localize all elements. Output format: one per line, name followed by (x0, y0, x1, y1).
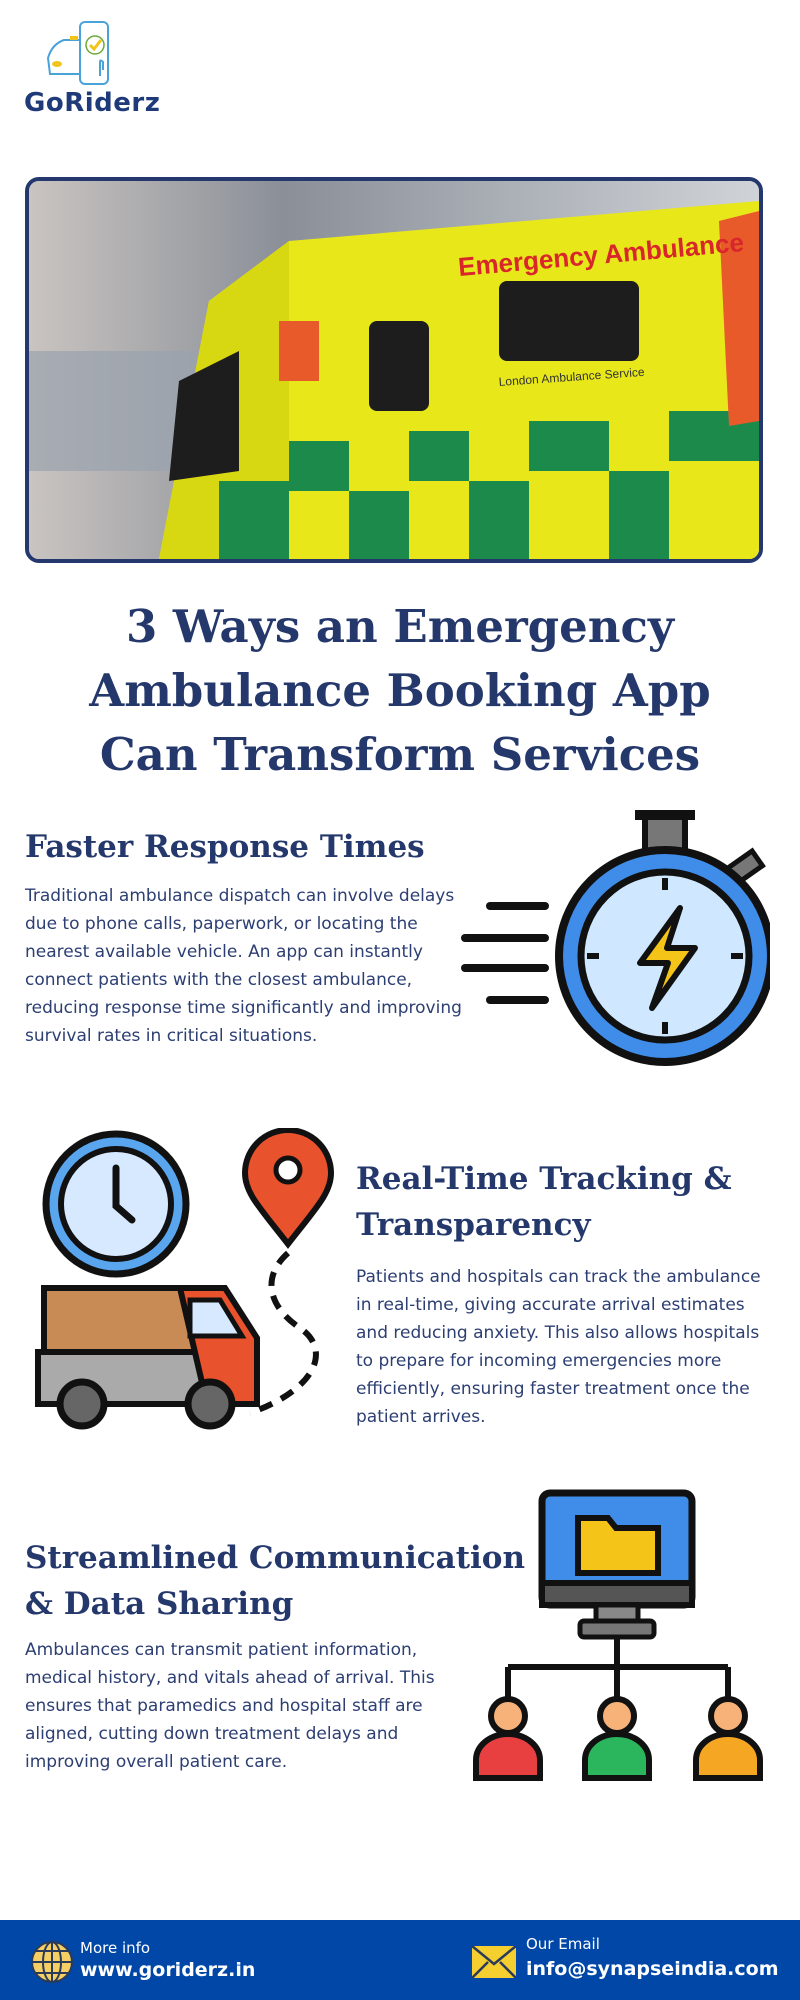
brand-name: GoRiderz (24, 88, 161, 118)
section-body: Ambulances can transmit patient informat… (25, 1640, 435, 1772)
website-label: More info (80, 1939, 151, 1957)
email-label: Our Email (526, 1935, 600, 1953)
stopwatch-lightning-icon (460, 808, 775, 1077)
logo-icon (40, 18, 130, 92)
delivery-tracking-icon (30, 1127, 340, 1437)
page-title: 3 Ways an Emergency Ambulance Booking Ap… (89, 600, 711, 781)
email-link[interactable]: info@synapseindia.com (526, 1958, 779, 1980)
hero-image: Emergency Ambulance London Ambulance Ser… (25, 177, 763, 563)
email-icon (471, 1945, 517, 1982)
section-body: Traditional ambulance dispatch can invol… (25, 886, 462, 1046)
globe-icon (30, 1940, 74, 1988)
section-heading: Streamlined Communication & Data Sharing (25, 1540, 526, 1622)
footer: More info www.goriderz.in Our Email info… (0, 1920, 800, 2000)
website-link[interactable]: www.goriderz.in (80, 1959, 256, 1981)
section-heading: Real-Time Tracking & Transparency (356, 1161, 732, 1243)
section-body: Patients and hospitals can track the amb… (356, 1267, 761, 1427)
section-heading: Faster Response Times (25, 829, 425, 865)
data-sharing-network-icon (468, 1488, 768, 1787)
